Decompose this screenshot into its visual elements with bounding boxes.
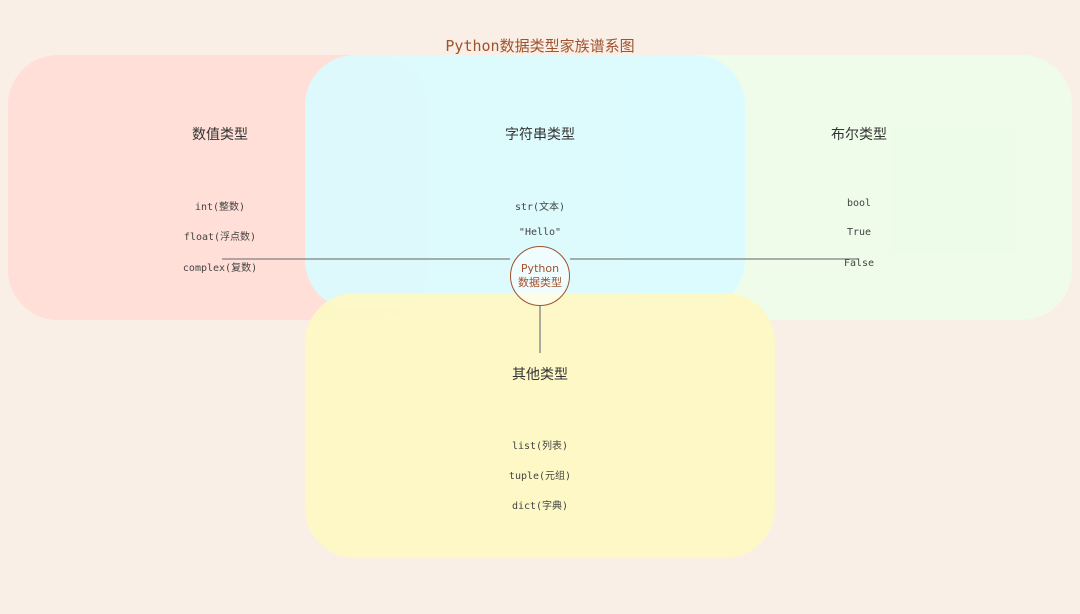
string-item-str: str(文本) <box>514 202 566 213</box>
center-node: Python 数据类型 <box>510 246 570 306</box>
numeric-heading: 数值类型 <box>192 127 248 143</box>
boolean-heading: 布尔类型 <box>831 127 887 143</box>
numeric-item-float: float(浮点数) <box>183 232 257 243</box>
numeric-item-int: int(整数) <box>194 202 246 213</box>
other-item-list: list(列表) <box>511 441 569 452</box>
string-item-hello: "Hello" <box>518 227 562 238</box>
other-heading: 其他类型 <box>512 367 568 383</box>
center-node-line2: 数据类型 <box>518 276 562 289</box>
string-heading: 字符串类型 <box>505 127 575 143</box>
boolean-item-false: False <box>843 258 875 269</box>
boolean-item-bool: bool <box>846 198 872 209</box>
boolean-item-true: True <box>846 227 872 238</box>
other-item-tuple: tuple(元组) <box>508 471 572 482</box>
other-item-dict: dict(字典) <box>511 501 569 512</box>
numeric-item-complex: complex(复数) <box>182 263 258 274</box>
diagram-title: Python数据类型家族谱系图 <box>445 37 635 55</box>
center-node-line1: Python <box>520 262 560 275</box>
